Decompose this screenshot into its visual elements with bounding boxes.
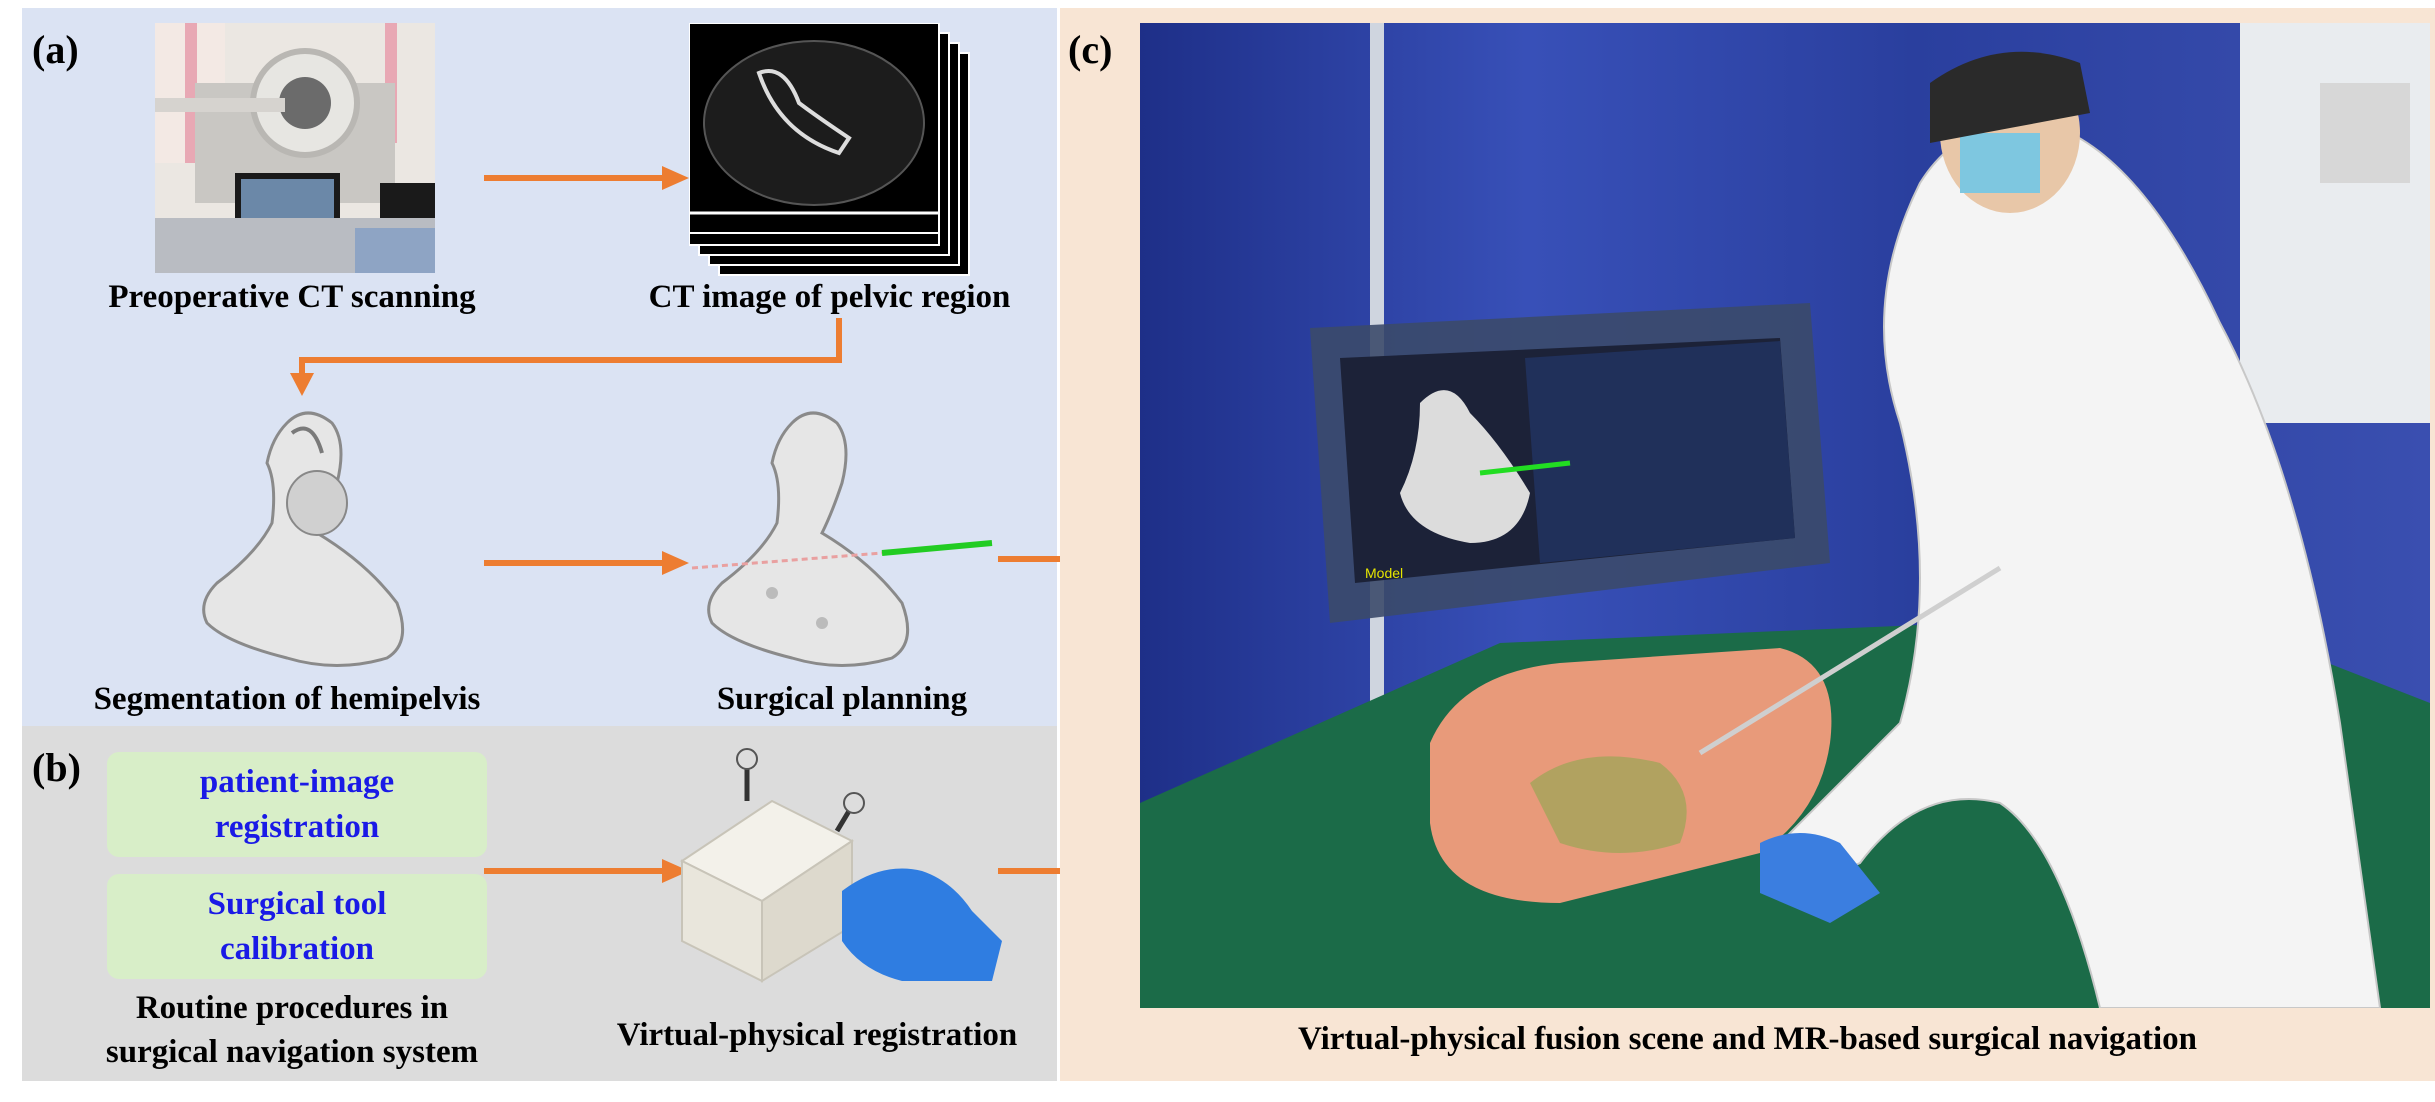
ct-image-stack [689,23,974,278]
caption-virtual-physical-registration: Virtual-physical registration [616,1017,1018,1053]
caption-ct-image: CT image of pelvic region [648,279,1011,315]
panel-c-label: (c) [1068,27,1113,72]
panel-a: (a) Preope [22,8,1057,726]
panel-b-label: (b) [32,745,81,790]
arrow-image-to-segmentation [290,318,842,396]
caption-ct-scanning: Preoperative CT scanning [108,279,476,315]
caption-planning: Surgical planning [716,681,968,717]
surgical-planning-model [662,403,1002,673]
caption-routine-line1: Routine procedures in [135,990,449,1026]
box-patient-image-registration: patient-image registration [107,752,487,857]
screen-model-label: Model [1365,565,1403,581]
hemipelvis-model [197,403,427,673]
arrow-scan-to-image [484,166,689,190]
caption-routine-line2: surgical navigation system [105,1034,479,1070]
caption-fusion-scene: Virtual-physical fusion scene and MR-bas… [1297,1021,2198,1057]
panel-b: (b) patient-image registration Surgical … [22,726,1057,1081]
caption-segmentation: Segmentation of hemipelvis [93,681,481,717]
mr-navigation-photo: Model [1140,23,2430,1008]
arrow-routine-to-registration [484,859,689,883]
box-surgical-tool-calibration: Surgical tool calibration [107,874,487,979]
ct-scanner-photo [155,23,435,273]
panel-c: (c) [1060,8,2435,1081]
registration-cube-photo [652,741,1032,996]
arrow-segmentation-to-planning [484,551,689,575]
panel-a-label: (a) [32,27,79,72]
